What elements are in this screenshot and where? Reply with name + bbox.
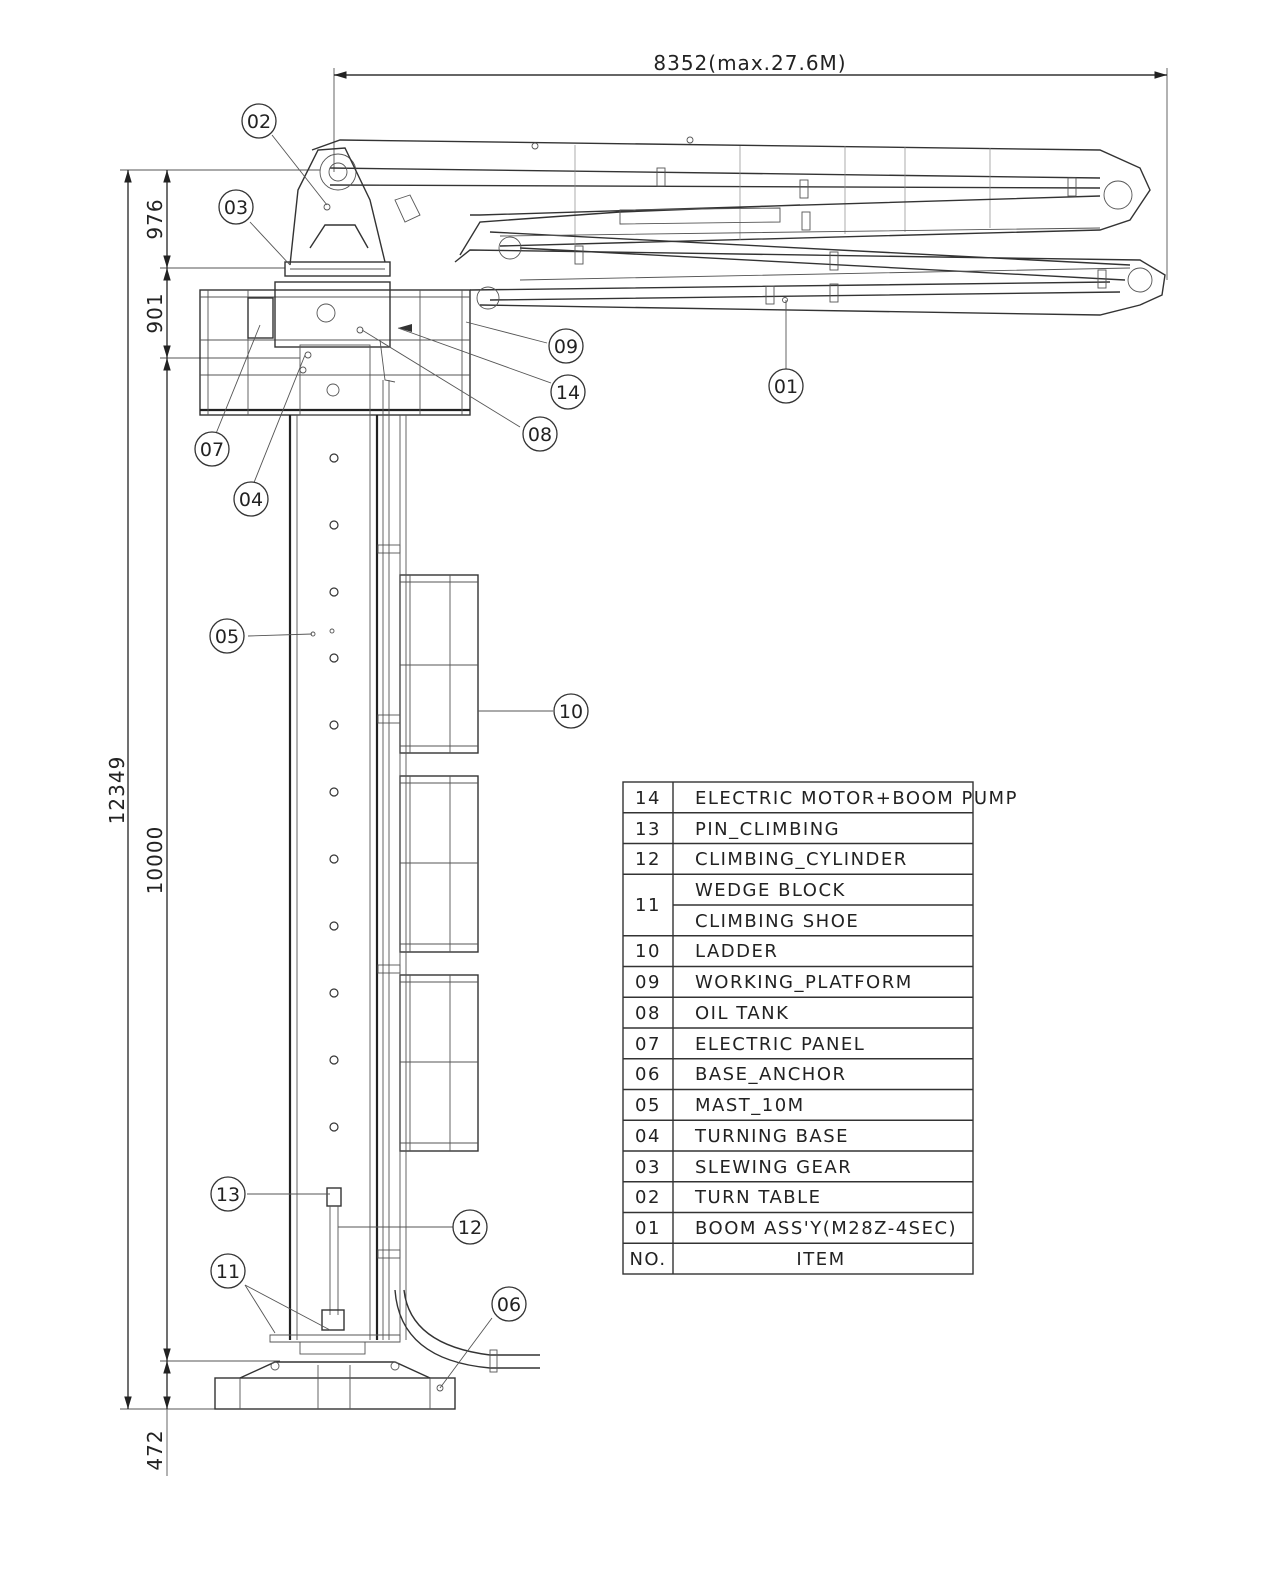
table-row: 02 TURN TABLE [635, 1187, 822, 1208]
base-anchor [214, 1289, 540, 1410]
svg-text:09: 09 [554, 336, 578, 358]
svg-text:05: 05 [215, 626, 239, 648]
table-row: 13 PIN_CLIMBING [635, 819, 840, 840]
callout-07: 07 [194, 431, 230, 467]
mast [288, 380, 390, 1340]
table-row: 11 WEDGE BLOCK CLIMBING SHOE [635, 880, 859, 932]
table-row: 05 MAST_10M [635, 1095, 805, 1116]
table-row: 10 LADDER [635, 941, 778, 962]
svg-text:CLIMBING SHOE: CLIMBING SHOE [695, 911, 859, 932]
parts-table: 14 ELECTRIC MOTOR+BOOM PUMP 13 PIN_CLIMB… [622, 781, 1018, 1275]
svg-text:02: 02 [635, 1187, 661, 1208]
svg-text:13: 13 [216, 1184, 240, 1206]
svg-text:01: 01 [635, 1218, 661, 1239]
callout-04: 04 [233, 481, 269, 517]
svg-text:ELECTRIC MOTOR+BOOM PUMP: ELECTRIC MOTOR+BOOM PUMP [695, 788, 1018, 809]
svg-text:12: 12 [635, 849, 661, 870]
table-row: 06 BASE_ANCHOR [635, 1064, 847, 1085]
svg-text:07: 07 [635, 1034, 661, 1055]
table-row: 07 ELECTRIC PANEL [635, 1034, 865, 1055]
svg-text:TURNING BASE: TURNING BASE [694, 1126, 849, 1147]
callout-03: 03 [218, 189, 254, 225]
svg-text:NO.: NO. [629, 1249, 666, 1270]
callout-06: 06 [491, 1286, 527, 1322]
dim-total-height-label: 12349 [105, 756, 129, 825]
callout-01: 01 [768, 368, 804, 404]
table-row: 04 TURNING BASE [635, 1126, 849, 1147]
svg-text:WORKING_PLATFORM: WORKING_PLATFORM [695, 972, 913, 993]
svg-text:ELECTRIC PANEL: ELECTRIC PANEL [695, 1034, 865, 1055]
ladders [377, 415, 479, 1340]
svg-text:06: 06 [635, 1064, 661, 1085]
callout-leaders [214, 134, 787, 1389]
climbing-system [269, 1187, 401, 1355]
callout-13: 13 [210, 1176, 246, 1212]
svg-text:ITEM: ITEM [796, 1249, 845, 1270]
svg-text:12: 12 [458, 1217, 482, 1239]
svg-text:10: 10 [559, 701, 583, 723]
dim-width-label: 8352(max.27.6M) [653, 51, 846, 75]
callout-09: 09 [548, 328, 584, 364]
svg-text:PIN_CLIMBING: PIN_CLIMBING [695, 819, 840, 840]
table-row: 12 CLIMBING_CYLINDER [635, 849, 908, 870]
svg-text:MAST_10M: MAST_10M [695, 1095, 805, 1116]
table-row: 03 SLEWING GEAR [635, 1157, 852, 1178]
svg-text:CLIMBING_CYLINDER: CLIMBING_CYLINDER [695, 849, 908, 870]
svg-text:04: 04 [239, 489, 263, 511]
svg-text:WEDGE BLOCK: WEDGE BLOCK [695, 880, 846, 901]
callout-08: 08 [522, 416, 558, 452]
svg-text:LADDER: LADDER [695, 941, 778, 962]
svg-text:07: 07 [200, 439, 224, 461]
svg-text:BASE_ANCHOR: BASE_ANCHOR [695, 1064, 847, 1085]
svg-text:SLEWING GEAR: SLEWING GEAR [695, 1157, 852, 1178]
svg-text:04: 04 [635, 1126, 661, 1147]
svg-text:06: 06 [497, 1294, 521, 1316]
callout-12: 12 [452, 1209, 488, 1245]
svg-text:13: 13 [635, 819, 661, 840]
svg-text:03: 03 [224, 197, 248, 219]
callout-05: 05 [209, 618, 245, 654]
callout-02: 02 [241, 103, 277, 139]
svg-text:BOOM ASS'Y(M28Z-4SEC): BOOM ASS'Y(M28Z-4SEC) [695, 1218, 957, 1239]
callout-14: 14 [550, 374, 586, 410]
table-row: 09 WORKING_PLATFORM [635, 972, 913, 993]
svg-text:08: 08 [635, 1003, 661, 1024]
dim-mast-height-label: 10000 [143, 826, 167, 895]
callout-11: 11 [210, 1253, 246, 1289]
mast-holes [329, 453, 339, 1132]
working-platform [199, 281, 471, 416]
svg-text:03: 03 [635, 1157, 661, 1178]
dimension-labels: 8352(max.27.6M) 12349 10000 976 901 472 [105, 51, 846, 1471]
dim-base-height-label: 472 [143, 1429, 167, 1470]
svg-text:TURN TABLE: TURN TABLE [694, 1187, 822, 1208]
dim-platform-height-label: 901 [143, 292, 167, 333]
table-header: NO. ITEM [629, 1249, 845, 1270]
dimension-lines [120, 68, 1168, 1476]
svg-text:14: 14 [635, 788, 661, 809]
svg-text:OIL TANK: OIL TANK [695, 1003, 789, 1024]
svg-text:10: 10 [635, 941, 661, 962]
table-row: 08 OIL TANK [635, 1003, 789, 1024]
svg-text:02: 02 [247, 111, 271, 133]
turret [284, 147, 391, 277]
boom-assembly [311, 136, 1166, 316]
svg-text:05: 05 [635, 1095, 661, 1116]
table-row: 01 BOOM ASS'Y(M28Z-4SEC) [635, 1218, 957, 1239]
svg-text:08: 08 [528, 424, 552, 446]
dim-top-height-label: 976 [143, 198, 167, 239]
table-row: 14 ELECTRIC MOTOR+BOOM PUMP [635, 788, 1018, 809]
svg-text:01: 01 [774, 376, 798, 398]
svg-text:11: 11 [635, 895, 661, 916]
svg-text:11: 11 [216, 1261, 240, 1283]
svg-text:09: 09 [635, 972, 661, 993]
callout-10: 10 [553, 693, 589, 729]
svg-text:14: 14 [556, 382, 580, 404]
